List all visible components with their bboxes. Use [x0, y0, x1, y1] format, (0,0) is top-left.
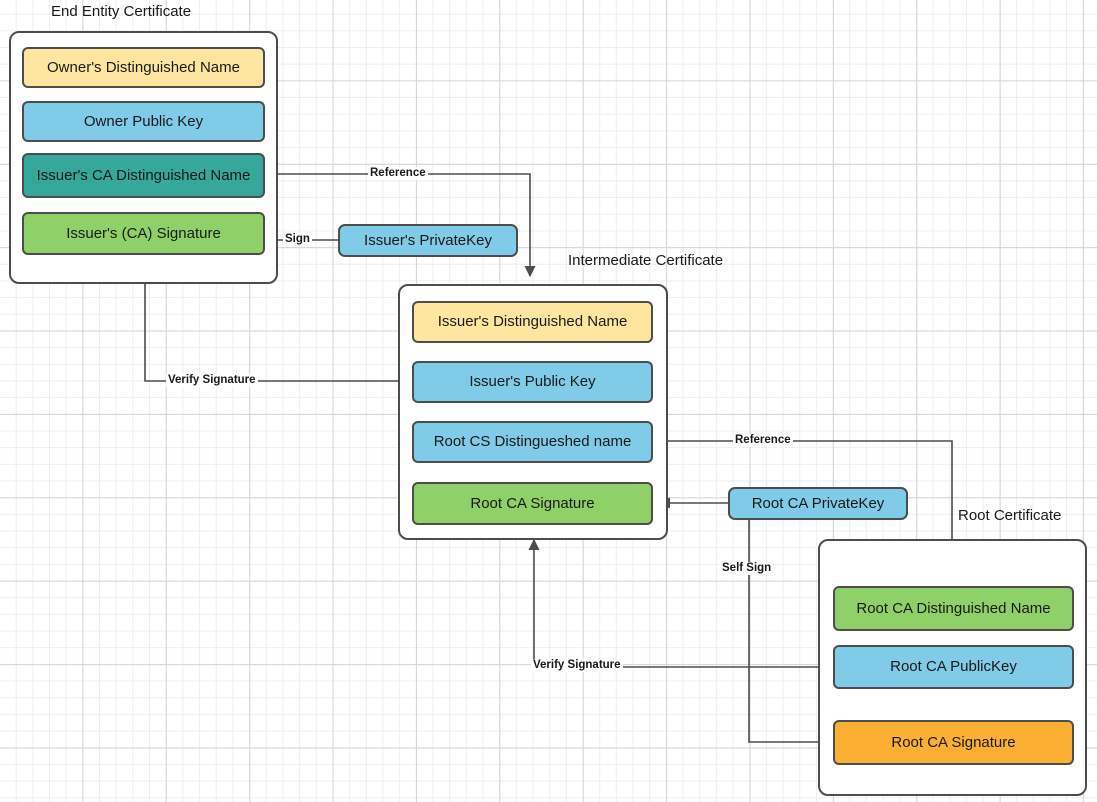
root-field-root-ca-public-key[interactable]: Root CA PublicKey	[833, 645, 1074, 689]
edge-label-reference-top: Reference	[368, 167, 428, 180]
edge-self-sign	[748, 519, 830, 748]
root-field-root-ca-dn[interactable]: Root CA Distinguished Name	[833, 586, 1074, 631]
edge-label-verify-bottom: Verify Signature	[531, 659, 623, 672]
edge-verify-bottom	[528, 538, 833, 668]
root-certificate-title: Root Certificate	[958, 507, 1062, 524]
intermediate-field-root-ca-signature[interactable]: Root CA Signature	[412, 482, 653, 525]
intermediate-field-root-cs-dn[interactable]: Root CS Distingueshed name	[412, 421, 653, 463]
end-entity-certificate-title: End Entity Certificate	[51, 3, 192, 20]
intermediate-field-issuer-public-key[interactable]: Issuer's Public Key	[412, 361, 653, 403]
end-entity-field-owner-dn[interactable]: Owner's Distinguished Name	[22, 47, 265, 88]
end-entity-field-issuer-ca-dn[interactable]: Issuer's CA Distinguished Name	[22, 153, 265, 198]
edge-label-self-sign: Self Sign	[720, 562, 774, 575]
edge-label-reference-bottom: Reference	[733, 434, 793, 447]
root-ca-private-key-box[interactable]: Root CA PrivateKey	[728, 487, 908, 520]
intermediate-field-issuer-dn[interactable]: Issuer's Distinguished Name	[412, 301, 653, 343]
edge-label-sign-end-entity: Sign	[283, 233, 312, 246]
end-entity-field-owner-public-key[interactable]: Owner Public Key	[22, 101, 265, 142]
issuer-private-key-box[interactable]: Issuer's PrivateKey	[338, 224, 518, 257]
edge-label-verify-top: Verify Signature	[166, 374, 258, 387]
root-field-root-ca-signature[interactable]: Root CA Signature	[833, 720, 1074, 765]
intermediate-certificate-title: Intermediate Certificate	[568, 252, 724, 269]
end-entity-field-issuer-ca-signature[interactable]: Issuer's (CA) Signature	[22, 212, 265, 255]
